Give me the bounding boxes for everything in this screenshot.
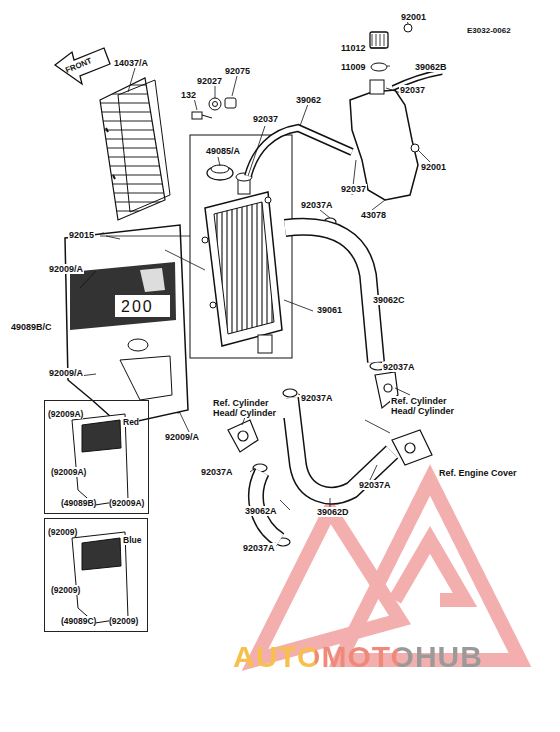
- front-arrow: [55, 48, 110, 84]
- callout-number: 39062B: [414, 62, 448, 72]
- callout-number: 92037: [252, 114, 279, 124]
- callout-number: 92037A: [300, 200, 334, 210]
- callout-number: 92037A: [300, 393, 334, 403]
- callout-number: 92001: [400, 12, 427, 22]
- callout-number: 92001: [420, 162, 447, 172]
- color-label: Red: [123, 417, 139, 427]
- reference-note: Ref. Engine Cover: [438, 468, 518, 478]
- callout-number: (92009): [48, 527, 77, 537]
- callout-number: 11012: [340, 43, 367, 53]
- radiator: [202, 173, 282, 353]
- louver: [100, 78, 170, 220]
- hose: [285, 227, 376, 362]
- callout-number: 92037A: [242, 543, 276, 553]
- radiator-shroud: [65, 225, 188, 425]
- callout-number: (49089B): [61, 498, 96, 508]
- callout-number: 92037A: [382, 362, 416, 372]
- callout-number: 39062C: [372, 295, 406, 305]
- callout-number: 43078: [360, 210, 387, 220]
- callout-number: 92037A: [358, 480, 392, 490]
- callout-number: 92009/A: [48, 368, 84, 378]
- fittings: [228, 218, 432, 546]
- drawing-code: E3032-0062: [466, 26, 512, 36]
- callout-number: 14037/A: [113, 58, 149, 68]
- callout-number: 92027: [196, 76, 223, 86]
- callout-number: 39062D: [316, 507, 350, 517]
- callout-number: 39062A: [244, 506, 278, 516]
- callout-number: 92075: [224, 66, 251, 76]
- color-label: Blue: [123, 535, 141, 545]
- watermark-text: AUTOMOTOHUB: [232, 640, 484, 674]
- callout-number: (92009): [109, 616, 138, 626]
- callout-number: 11009: [340, 62, 367, 72]
- group-frame: [190, 135, 292, 358]
- radiator-cap: [207, 165, 233, 180]
- reference-note: Ref. Cylinder Head/ Cylinder: [390, 396, 464, 416]
- callout-number: (92009A): [51, 467, 86, 477]
- callout-number: (92009A): [48, 409, 83, 419]
- leader-lines: [80, 20, 430, 548]
- callout-number: 49089B/C: [10, 322, 53, 332]
- variant-inset-box: (92009A) Red (92009A) (49089B) (92009A): [44, 400, 149, 514]
- callout-number: 49085/A: [205, 146, 241, 156]
- callout-number: 92009/A: [48, 264, 84, 274]
- hose: [290, 398, 392, 496]
- reference-note: Ref. Cylinder Head/ Cylinder: [212, 398, 286, 418]
- callout-number: 92037: [399, 85, 426, 95]
- callout-number: 39062: [295, 95, 322, 105]
- variant-inset-box: (92009) Blue (92009) (49089C) (92009): [44, 518, 148, 632]
- callout-number: 92037: [340, 184, 367, 194]
- hose: [290, 398, 392, 496]
- hose: [248, 128, 352, 176]
- callout-number: 39061: [316, 305, 343, 315]
- hose: [248, 128, 352, 176]
- hose: [285, 227, 376, 362]
- shroud-graphic-text: 200: [120, 298, 155, 316]
- callout-number: 92037A: [200, 467, 234, 477]
- watermark-logo: [255, 480, 520, 660]
- callout-number: (49089C): [61, 616, 96, 626]
- callout-number: 92009/A: [164, 432, 200, 442]
- callout-number: (92009): [51, 585, 80, 595]
- callout-number: 132: [180, 90, 197, 100]
- callout-number: (92009A): [109, 498, 144, 508]
- callout-number: 92015: [68, 230, 95, 240]
